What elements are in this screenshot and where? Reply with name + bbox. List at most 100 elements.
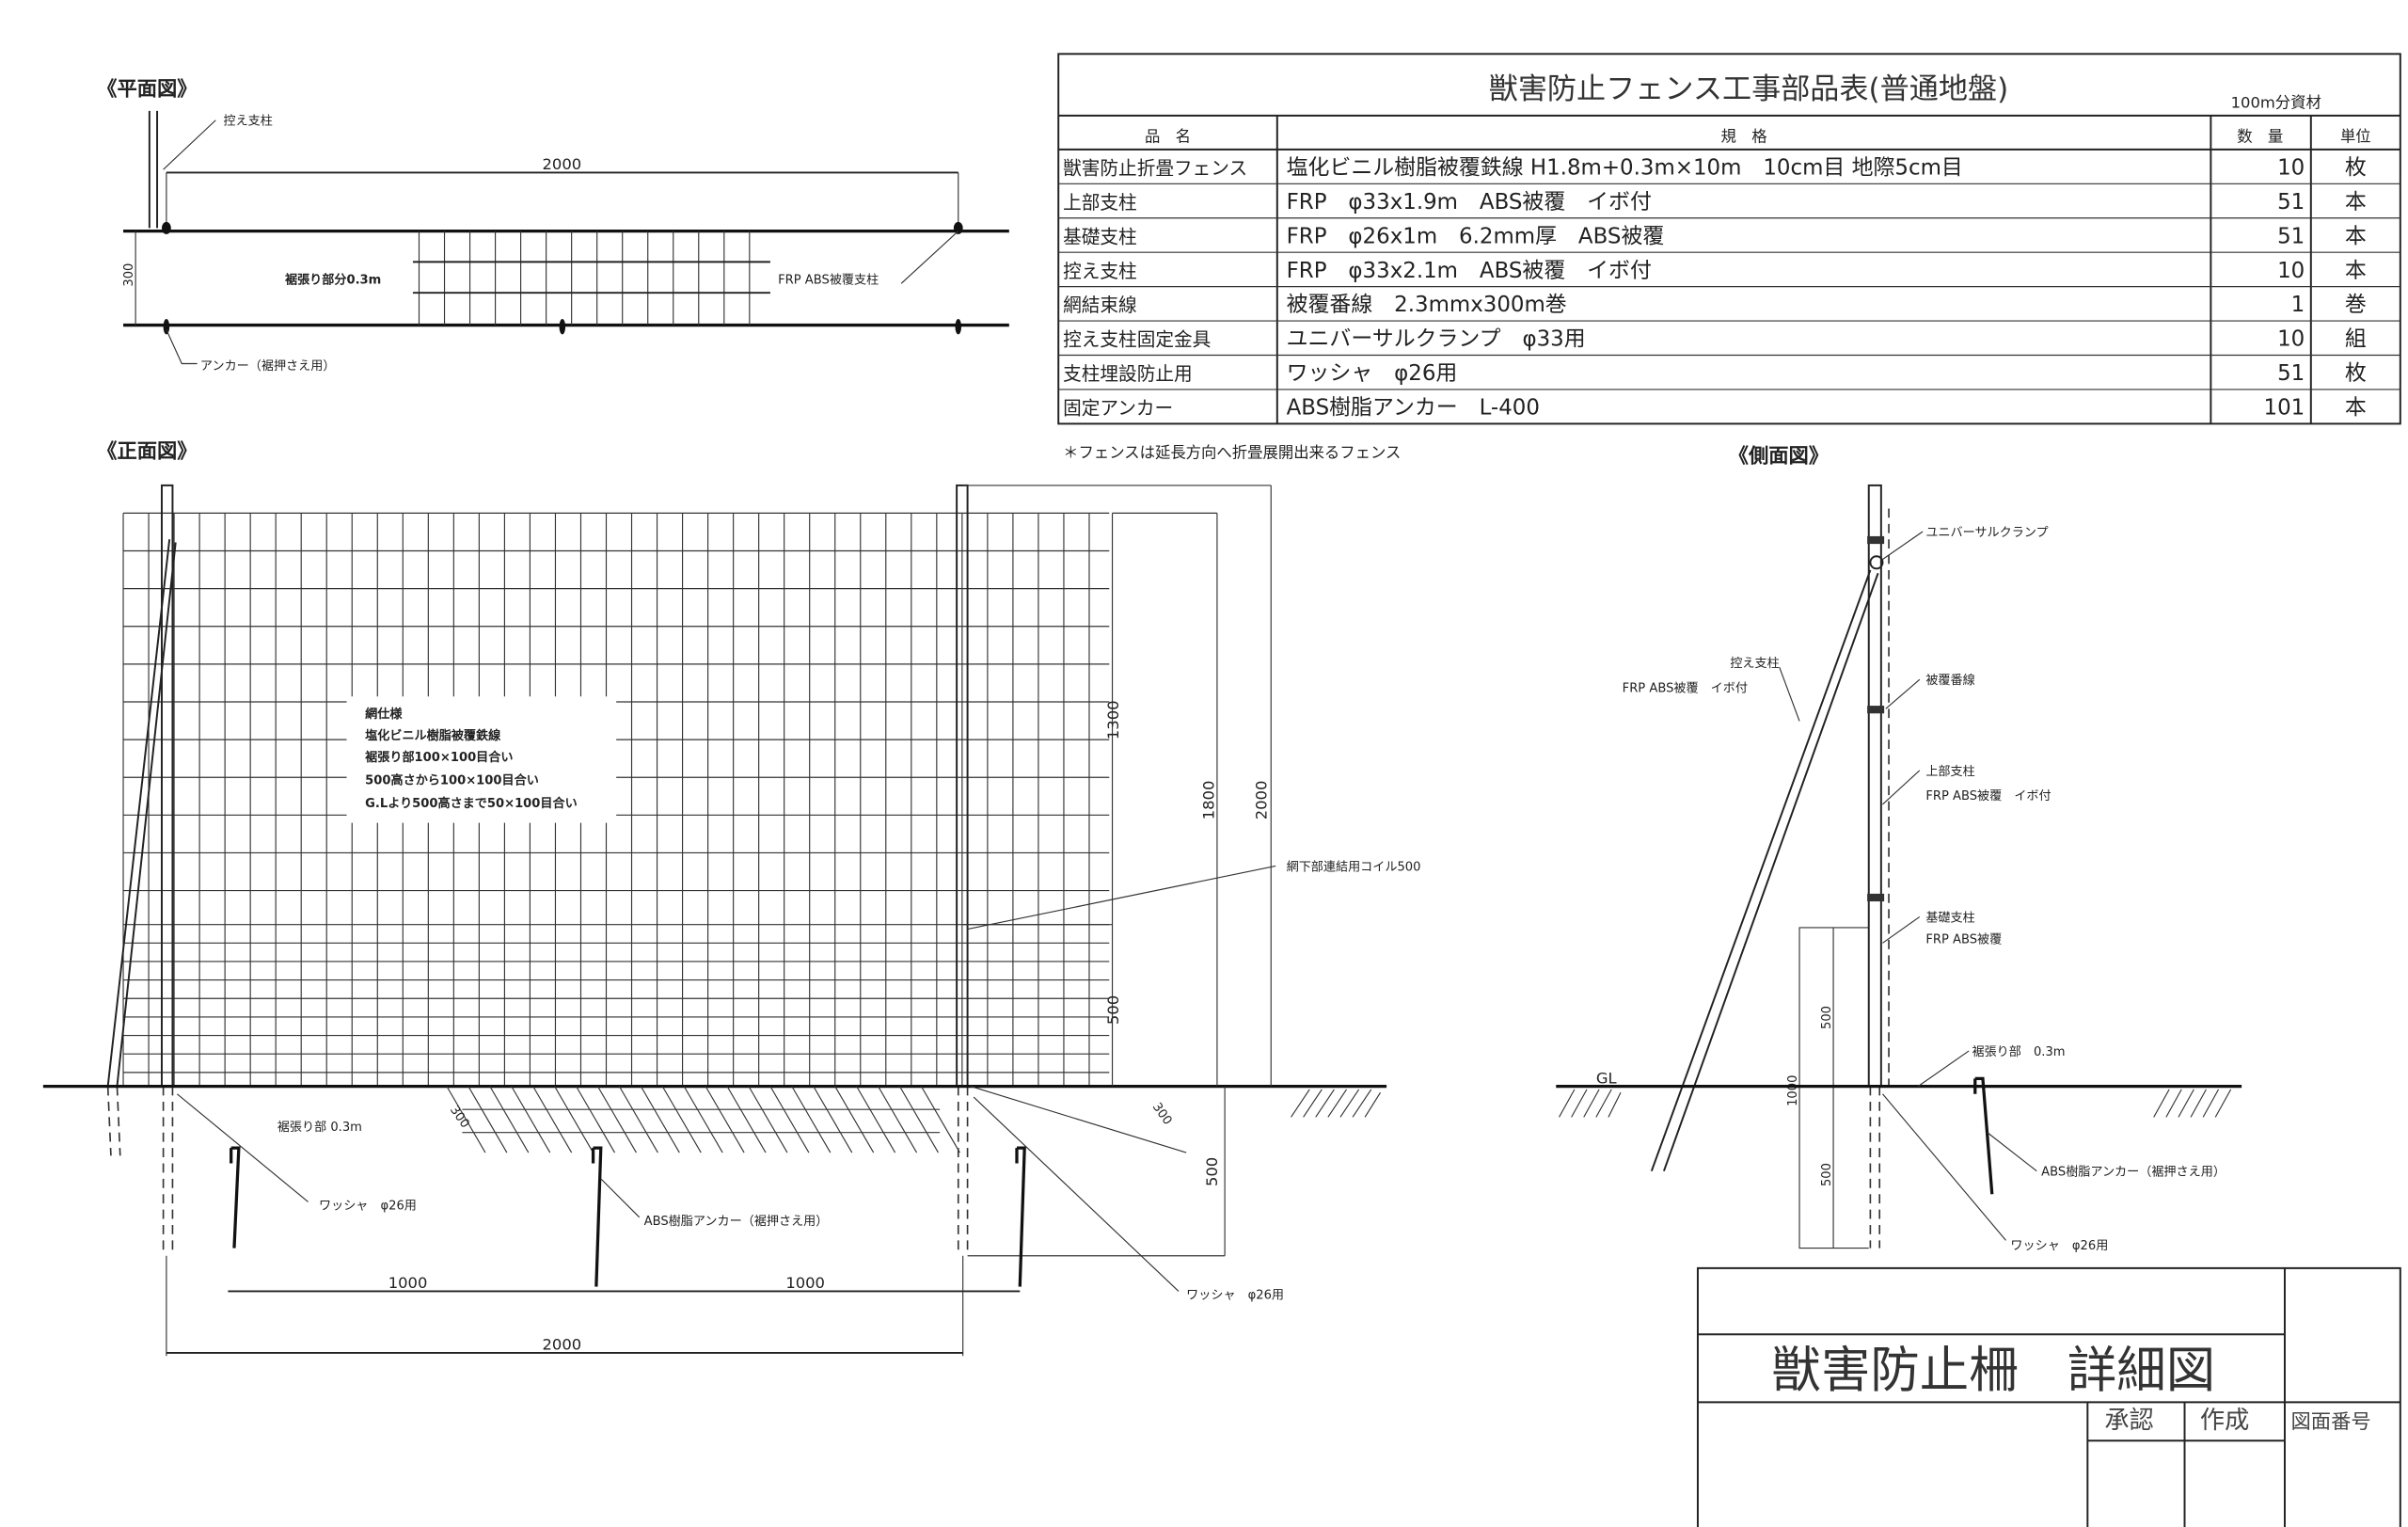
plan-dim-2000: 2000 (543, 155, 582, 173)
row-spec: ABS樹脂アンカー L-400 (1287, 396, 1540, 421)
skirt-wire (856, 1086, 896, 1153)
leader-line (1885, 678, 1921, 709)
row-unit: 本 (2345, 259, 2367, 283)
washer-label-1: ワッシャ φ26用 (319, 1200, 417, 1214)
skirt-wire (726, 1086, 767, 1153)
skirt-wire (554, 1086, 594, 1153)
brace-post (1650, 569, 1872, 1172)
skirt-wire (661, 1086, 702, 1153)
header-name: 品 名 (1145, 128, 1191, 146)
skirt-wire (899, 1086, 939, 1153)
side-skirt-label: 裾張り部 0.3m (1972, 1044, 2065, 1059)
clamp-label: ユニバーサルクランプ (1925, 525, 2048, 540)
drawing-title: 獣害防止柵 詳細図 (1772, 1342, 2216, 1399)
brace-post (116, 542, 177, 1087)
row-spec: FRP φ33x1.9m ABS被覆 イボ付 (1287, 190, 1652, 215)
leader-line (163, 119, 216, 170)
row-spec: 塩化ビニル樹脂被覆鉄線 H1.8m+0.3m×10m 10cm目 地際5cm目 (1287, 155, 1963, 180)
leader-line (973, 1096, 1180, 1292)
row-qty: 10 (2277, 327, 2305, 352)
skirt-wire (791, 1086, 832, 1153)
leader-line (1882, 1093, 2006, 1241)
skirt-wire (748, 1086, 788, 1153)
table-title: 獣害防止フェンス工事部品表(普通地盤) (1489, 72, 2009, 106)
dim-1000-b: 1000 (785, 1274, 825, 1292)
parts-table: 獣害防止フェンス工事部品表(普通地盤) 100m分資材 品 名 規 格 数 量 … (1057, 53, 2401, 425)
wire-band (1867, 893, 1885, 902)
brace-label-2: FRP ABS被覆 イボ付 (1623, 680, 1748, 695)
prepared-label: 作成 (2200, 1407, 2249, 1435)
leader-line (166, 329, 198, 365)
plan-view: 《平面図》 控え支柱 2000 300 裾張り部分0.3m FRP ABS被覆支… (97, 78, 1009, 374)
leader-line (1882, 770, 1921, 805)
side-dim-1000: 1000 (1786, 1075, 1800, 1106)
dim-2000-height: 2000 (1252, 781, 1270, 820)
skirt-wire (683, 1086, 723, 1153)
row-name: 支柱埋設防止用 (1063, 363, 1193, 385)
plan-dim-300: 300 (122, 263, 136, 287)
skirt-wire (769, 1086, 810, 1153)
side-post (1867, 484, 1882, 1088)
dim-1800: 1800 (1200, 781, 1218, 820)
front-skirt-label: 裾張り部 0.3m (277, 1120, 362, 1135)
skirt-wire (878, 1086, 918, 1153)
skirt-wire (640, 1086, 680, 1153)
leader-line (1917, 1050, 1970, 1088)
gl-label: GL (1596, 1069, 1618, 1087)
coil-label: 網下部連結用コイル500 (1287, 859, 1421, 874)
table-grid (1058, 114, 2400, 424)
leader-line (1987, 1132, 2037, 1172)
row-qty: 1 (2291, 293, 2305, 317)
header-qty: 数 量 (2237, 128, 2283, 146)
skirt-mesh (446, 1086, 1187, 1153)
mesh-spec-line: 500高さから100×100目合い (365, 772, 539, 788)
plan-skirt-label: 裾張り部分0.3m (285, 271, 381, 287)
skirt-wire (446, 1086, 486, 1153)
front-view-heading: 《正面図》 (97, 439, 197, 463)
row-unit: 枚 (2345, 155, 2367, 180)
brace-post (1662, 572, 1879, 1172)
anchor-icon (1015, 1146, 1026, 1287)
mesh-spec-box (346, 696, 617, 823)
row-qty: 51 (2277, 190, 2305, 215)
row-unit: 本 (2345, 224, 2367, 248)
row-name: 固定アンカー (1063, 398, 1173, 420)
anchor-marker (955, 319, 962, 335)
row-spec: 被覆番線 2.3mmx300m巻 (1287, 293, 1567, 317)
dim-300-b: 300 (1149, 1101, 1175, 1128)
row-qty: 10 (2277, 259, 2305, 283)
side-dim-500-lower: 500 (1820, 1163, 1834, 1186)
row-qty: 51 (2277, 224, 2305, 248)
wire-label: 被覆番線 (1925, 673, 1974, 688)
row-qty: 101 (2264, 396, 2305, 421)
brace-post-buried (116, 1086, 121, 1156)
ground-hatch (1559, 1089, 2232, 1118)
side-anchor-label: ABS樹脂アンカー（裾押さえ用） (2041, 1165, 2226, 1180)
plan-mesh (412, 231, 770, 326)
row-qty: 51 (2277, 361, 2305, 386)
plan-post-label: FRP ABS被覆支柱 (778, 272, 879, 287)
skirt-wire (705, 1086, 745, 1153)
wire-band (1867, 535, 1885, 545)
side-dim-500-upper: 500 (1820, 1006, 1834, 1029)
row-spec: ユニバーサルクランプ φ33用 (1287, 327, 1586, 352)
front-anchor-label: ABS樹脂アンカー（裾押さえ用） (644, 1214, 829, 1229)
skirt-wire (576, 1086, 616, 1153)
plan-view-heading: 《平面図》 (97, 78, 197, 102)
dim-2000-span: 2000 (543, 1336, 582, 1354)
post-marker (953, 221, 963, 234)
wire-band (1867, 706, 1885, 714)
mesh-spec-line: G.Lより500高さまで50×100目合い (365, 795, 578, 811)
mesh-spec-line: 網仕様 (365, 706, 403, 722)
skirt-wire (920, 1086, 960, 1153)
leader-line (900, 231, 959, 284)
dim-line (970, 1086, 1187, 1153)
left-post (160, 484, 174, 1088)
row-name: 控え支柱 (1063, 261, 1137, 282)
